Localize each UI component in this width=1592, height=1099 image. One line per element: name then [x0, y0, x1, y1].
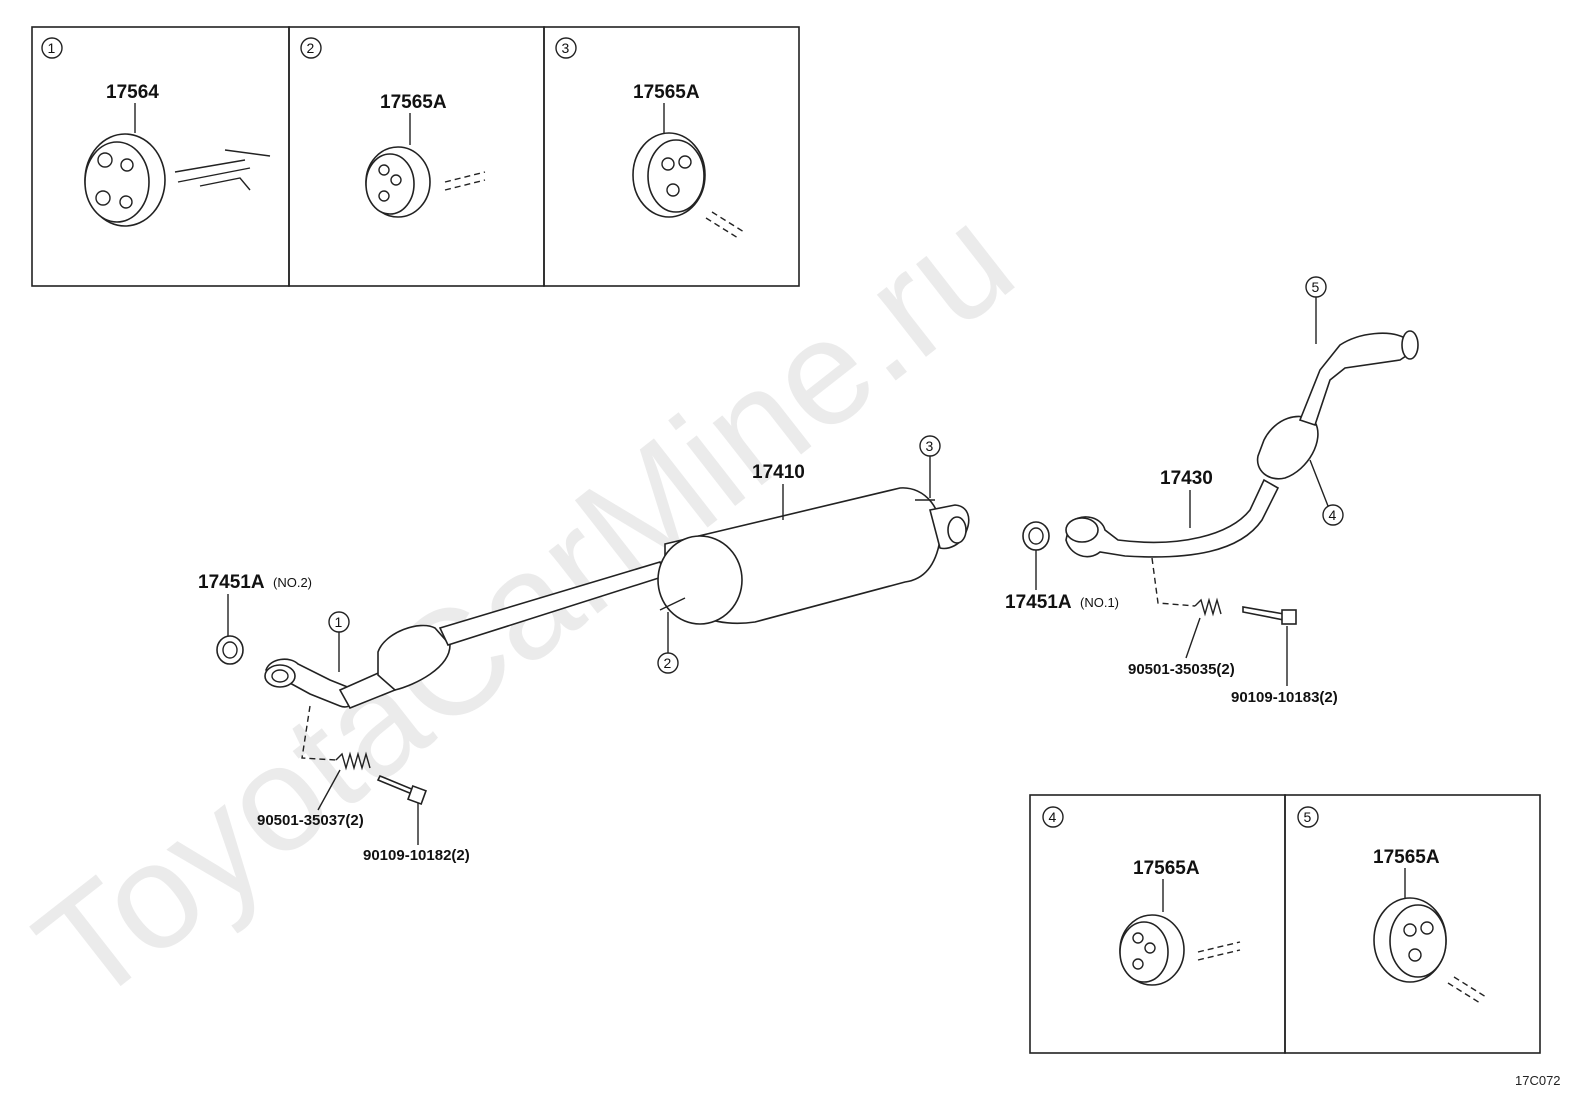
marker-number: 1 — [48, 40, 56, 56]
marker-circle — [41, 37, 63, 59]
marker-number: 3 — [562, 40, 570, 56]
marker-1-callout: 1 — [328, 611, 350, 672]
marker-circle — [1297, 806, 1319, 828]
label-17430: 17430 — [1160, 468, 1213, 489]
hanger-rubber-icon — [632, 132, 706, 218]
bracket-pin-icon — [174, 149, 271, 191]
marker-number: 5 — [1304, 809, 1312, 825]
assembly-dash-front — [301, 705, 337, 761]
marker-2-callout: 2 — [657, 612, 679, 674]
part-number-label: 17564 — [106, 82, 159, 103]
marker-4-callout: 4 — [1309, 459, 1344, 526]
label-no2-note: (NO.2) — [273, 575, 312, 590]
pin-icon — [1447, 976, 1487, 1004]
detail-box-5: 5 17565A — [1284, 794, 1541, 1054]
center-muffler-17410 — [657, 487, 970, 625]
label-90501-35035: 90501-35035(2) — [1128, 661, 1235, 678]
gasket-no2 — [216, 635, 244, 665]
label-17410: 17410 — [752, 462, 805, 483]
spring-90501-35035 — [1194, 597, 1222, 617]
pin-icon — [705, 211, 745, 239]
marker-circle — [1042, 806, 1064, 828]
part-number-label: 17565A — [1373, 847, 1440, 868]
hanger-rubber-icon — [1373, 897, 1447, 983]
part-number-label: 17565A — [1133, 858, 1200, 879]
marker-3-callout: 3 — [919, 435, 941, 498]
label-17451A-no2: 17451A — [198, 572, 265, 593]
hanger-rubber-icon — [365, 146, 431, 218]
diagram-code: 17C072 — [1515, 1073, 1561, 1088]
spring-90501-35037 — [335, 751, 371, 771]
hanger-rubber-icon — [1119, 914, 1185, 986]
hanger-rubber-icon — [84, 133, 166, 227]
label-17451A-no1: 17451A — [1005, 592, 1072, 613]
svg-text:4: 4 — [1329, 507, 1337, 523]
marker-5-callout: 5 — [1305, 276, 1327, 344]
marker-circle — [300, 37, 322, 59]
svg-text:5: 5 — [1312, 279, 1320, 295]
label-90501-35037: 90501-35037(2) — [257, 812, 364, 829]
gasket-no1 — [1022, 521, 1050, 551]
front-pipe-with-converter — [264, 561, 667, 710]
assembly-dash-rear — [1151, 557, 1196, 607]
pin-icon — [1197, 941, 1241, 961]
bolt-90109-10182 — [376, 774, 427, 805]
tail-pipe-17430 — [1065, 330, 1419, 558]
label-no1-note: (NO.1) — [1080, 595, 1119, 610]
marker-number: 2 — [307, 40, 315, 56]
part-number-label: 17565A — [380, 92, 447, 113]
label-90109-10183: 90109-10183(2) — [1231, 689, 1338, 706]
marker-circle — [555, 37, 577, 59]
detail-box-4: 4 17565A — [1029, 794, 1286, 1054]
pin-icon — [444, 171, 486, 191]
label-90109-10182: 90109-10182(2) — [363, 847, 470, 864]
detail-box-2: 2 17565A — [288, 26, 545, 287]
svg-text:2: 2 — [664, 655, 672, 671]
bolt-90109-10183 — [1242, 606, 1297, 625]
part-number-label: 17565A — [633, 82, 700, 103]
marker-number: 4 — [1049, 809, 1057, 825]
svg-text:1: 1 — [335, 614, 343, 630]
svg-text:3: 3 — [926, 438, 934, 454]
detail-box-1: 1 17564 — [31, 26, 290, 287]
detail-box-3: 3 17565A — [543, 26, 800, 287]
